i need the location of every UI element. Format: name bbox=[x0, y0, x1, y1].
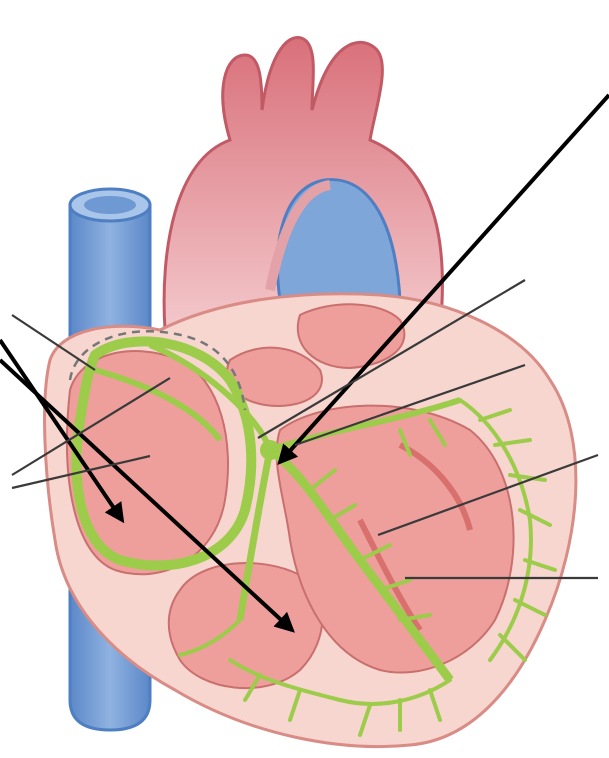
heart-diagram-svg bbox=[0, 0, 609, 758]
heart-diagram bbox=[0, 0, 609, 758]
